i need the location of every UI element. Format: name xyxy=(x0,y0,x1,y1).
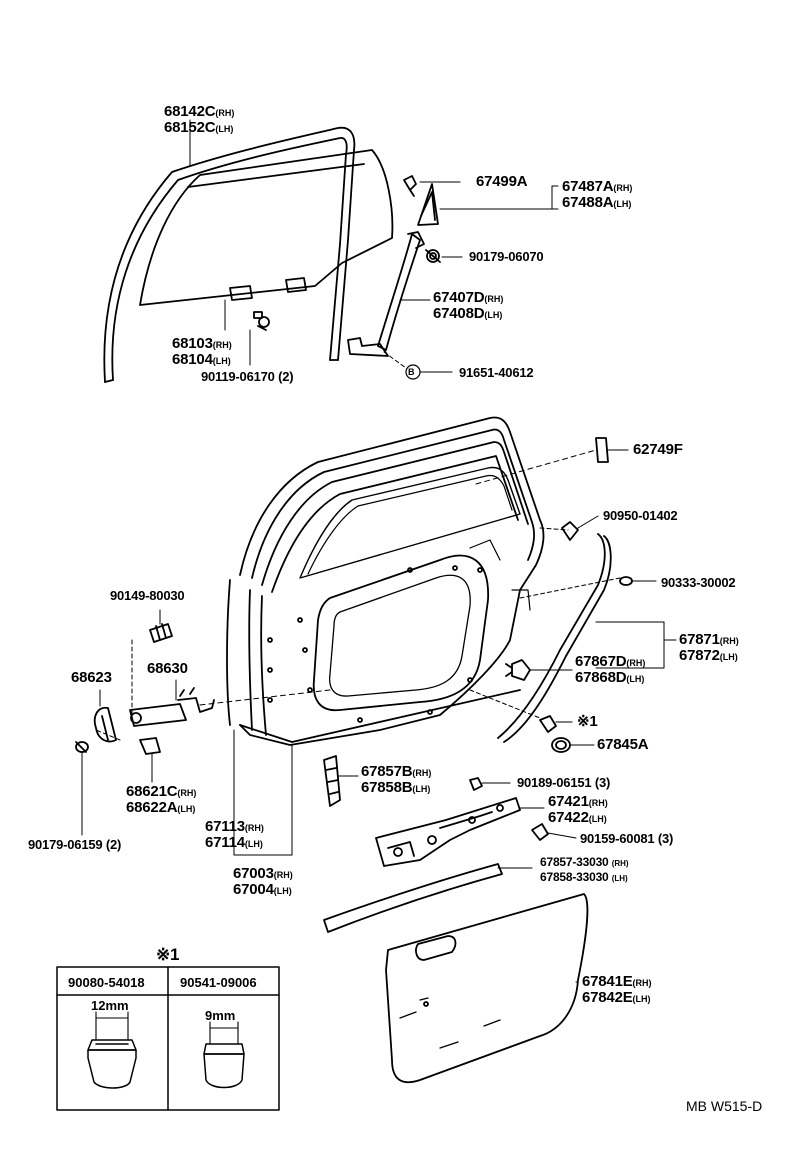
leader-90159 xyxy=(547,832,577,839)
label-90179-06159: 90179-06159 (2) xyxy=(28,837,122,852)
label-67407d: 67407D(RH) xyxy=(433,289,504,306)
leader-90950 xyxy=(577,515,599,529)
glass-run-channel xyxy=(103,126,356,383)
label-90159-60081: 90159-60081 (3) xyxy=(580,831,674,846)
label-67845a: 67845A xyxy=(597,736,649,753)
label-68103: 68103(RH) xyxy=(172,335,232,352)
label-68104: 68104(LH) xyxy=(172,351,231,368)
bolt-90159 xyxy=(531,823,549,841)
label-90189-06151: 90189-06151 (3) xyxy=(517,775,611,790)
clip-90950 xyxy=(561,521,579,541)
door-weatherstrip xyxy=(497,533,612,743)
label-68623: 68623 xyxy=(71,669,112,686)
leader-67845-dash xyxy=(469,689,541,719)
leader-67113-67003 xyxy=(233,729,293,856)
nut-90179-06159 xyxy=(75,741,89,753)
label-67499a: 67499A xyxy=(476,173,528,190)
label-67421: 67421(RH) xyxy=(548,793,608,810)
label-67114: 67114(LH) xyxy=(205,834,263,851)
diagram-code: MB W515-D xyxy=(686,1098,763,1114)
hinge-68621c xyxy=(139,737,161,755)
note-table-dim-2: 9mm xyxy=(205,1008,236,1023)
nut-90189 xyxy=(469,777,483,791)
label-91651-40612: 91651-40612 xyxy=(459,365,534,380)
label-note1: ※1 xyxy=(577,713,598,730)
belt-weatherstrip xyxy=(323,863,503,933)
label-68630: 68630 xyxy=(147,660,188,677)
note-table-title: ※1 xyxy=(156,945,180,964)
label-67113: 67113(RH) xyxy=(205,818,264,835)
label-marker-b: B xyxy=(408,367,415,377)
plug-67845a xyxy=(551,737,571,753)
seal-67857b xyxy=(323,755,341,807)
division-bar xyxy=(347,231,425,357)
label-68142c: 68142C(RH) xyxy=(164,103,235,120)
note-table xyxy=(56,966,280,1111)
note-table-dim-1: 12mm xyxy=(91,998,129,1013)
bracket-67871 xyxy=(595,621,677,669)
check-68630 xyxy=(129,687,215,727)
label-67422: 67422(LH) xyxy=(548,809,607,826)
label-67841e: 67841E(RH) xyxy=(582,973,652,990)
label-67868d: 67868D(LH) xyxy=(575,669,645,686)
clip-67867d xyxy=(505,659,531,681)
leader-90333-dash xyxy=(519,577,621,599)
door-glass xyxy=(139,149,394,306)
note-table-part-1: 90080-54018 xyxy=(68,975,145,990)
grommet-90333 xyxy=(619,576,633,586)
door-trim-board xyxy=(385,893,589,1084)
screw-67499a xyxy=(403,175,417,197)
leader-62749f-dash xyxy=(475,449,597,485)
label-68621c: 68621C(RH) xyxy=(126,783,197,800)
label-67004: 67004(LH) xyxy=(233,881,292,898)
nut-90179-06070 xyxy=(425,249,441,263)
label-68622a: 68622A(LH) xyxy=(126,799,196,816)
label-67408d: 67408D(LH) xyxy=(433,305,503,322)
door-panel xyxy=(226,416,545,746)
hinge-68623 xyxy=(93,706,117,743)
label-67872: 67872(LH) xyxy=(679,647,738,664)
clip-62749f xyxy=(595,437,609,463)
label-67867d: 67867D(RH) xyxy=(575,653,646,670)
note-table-part-2: 90541-09006 xyxy=(180,975,257,990)
label-68152c: 68152C(LH) xyxy=(164,119,234,136)
label-67487a: 67487A(RH) xyxy=(562,178,633,195)
regulator-67421 xyxy=(375,797,521,867)
label-90333-30002: 90333-30002 xyxy=(661,575,736,590)
clip-note1 xyxy=(539,715,557,733)
leader-b-dash xyxy=(383,351,407,369)
label-90179-06070: 90179-06070 xyxy=(469,249,544,264)
label-67003: 67003(RH) xyxy=(233,865,293,882)
label-62749f: 62749F xyxy=(633,441,683,458)
label-67857b: 67857B(RH) xyxy=(361,763,432,780)
bolt-90149 xyxy=(149,623,173,643)
label-90950-01402: 90950-01402 xyxy=(603,508,678,523)
label-67842e: 67842E(LH) xyxy=(582,989,651,1006)
label-90119-06170: 90119-06170 (2) xyxy=(201,369,294,384)
label-90149-80030: 90149-80030 xyxy=(110,588,185,603)
label-67857-33030: 67857-33030 (RH) xyxy=(540,855,629,869)
label-67858-33030: 67858-33030 (LH) xyxy=(540,870,628,884)
quarter-window-glass xyxy=(417,183,439,226)
bolt-90119 xyxy=(253,311,270,331)
leader-check-dash xyxy=(199,689,331,706)
label-67488a: 67488A(LH) xyxy=(562,194,632,211)
label-67858b: 67858B(LH) xyxy=(361,779,431,796)
label-67871: 67871(RH) xyxy=(679,631,739,648)
bracket-67487a xyxy=(439,185,559,210)
